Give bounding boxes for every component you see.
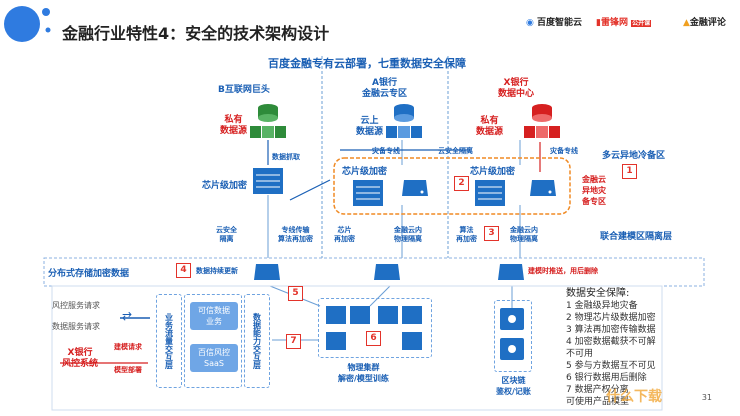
cluster-server-icons <box>326 306 422 350</box>
bank-x-dr-line: 灾备专线 <box>550 147 578 155</box>
storage-device-icon-x <box>530 180 556 196</box>
blockchain-box <box>494 300 532 372</box>
gap-label-algo-reencrypt: 算法 再加密 <box>456 226 477 243</box>
red-database-icon <box>524 104 560 138</box>
blockchain-label: 区块链 鉴权/记账 <box>496 376 531 396</box>
diagram-subtitle: 百度金融专有云部署，七重数据安全保障 <box>268 57 466 70</box>
guarantee-item: 不可用 <box>566 349 594 359</box>
bank-b-title: B互联网巨头 <box>218 85 270 95</box>
distributed-storage-label: 分布式存储加密数据 <box>48 269 130 279</box>
chip-server-icon-x <box>475 180 505 206</box>
logo-leiphone: ▮雷锋网 公开课 <box>596 18 652 28</box>
badge-2: 2 <box>454 176 469 191</box>
x-bank-risk-system: X银行 风控系统 <box>62 348 99 369</box>
guarantee-item: 2 物理芯片级数据加密 <box>566 313 656 323</box>
build-request-label: 建模请求 <box>114 343 142 351</box>
badge-5: 5 <box>288 286 303 301</box>
guarantee-item: 可使用产品模型 <box>566 397 630 407</box>
blockchain-safe-icons <box>500 308 524 360</box>
bank-x-title: X银行 数据中心 <box>498 78 535 99</box>
storage-device-icon-a <box>402 180 428 196</box>
data-extract-label: 数据抓取 <box>272 153 300 161</box>
green-database-icon <box>250 104 286 138</box>
badge-1: 1 <box>622 164 637 179</box>
gap-label-cloud-isolation: 云安全 隔离 <box>216 226 237 243</box>
service-group-box <box>184 294 242 388</box>
bank-a-cloud-source: 云上 数据源 <box>356 116 384 137</box>
cloud-security-isolation: 云安全隔离 <box>438 147 473 155</box>
bidirectional-arrow-icon: ⇄ <box>122 309 133 323</box>
guarantee-item: 5 参与方数据互不可见 <box>566 361 656 371</box>
triangle-logo-icon: ▲ <box>683 18 690 28</box>
leiphone-logo-icon: ▮ <box>596 18 601 28</box>
gap-label-chip-reencrypt: 芯片 再加密 <box>334 226 355 243</box>
data-capability-layer: 数据能力交互层 <box>244 294 270 388</box>
chip-server-icon-b <box>253 168 283 194</box>
bank-x-chip-label: 芯片级加密 <box>470 167 516 177</box>
gap-label-physical-isolation-x: 金融云内 物理隔离 <box>510 226 538 243</box>
dr-zone-label: 金融云 异地灾 备专区 <box>582 175 606 206</box>
storage-node-icons <box>254 264 524 280</box>
physical-cluster-box <box>318 298 432 358</box>
bank-a-title: A银行 金融云专区 <box>362 78 408 99</box>
logo-finance-review: ▲金融评论 <box>683 18 726 28</box>
guarantee-heading: 数据安全保障: <box>566 288 630 299</box>
multi-cloud-backup-zone: 多云异地冷备区 <box>602 151 666 161</box>
page-title: 金融行业特性4：安全的技术架构设计 <box>62 24 330 43</box>
guarantee-item: 3 算法再加密传输数据 <box>566 325 656 335</box>
gap-label-physical-isolation-a: 金融云内 物理隔离 <box>394 226 422 243</box>
bank-b-chip-label: 芯片级加密 <box>202 181 248 191</box>
baidu-logo-icon: ◉ <box>526 18 534 28</box>
blue-database-icon <box>386 104 422 138</box>
bank-x-private-source: 私有 数据源 <box>476 116 504 137</box>
data-service-request: 数据服务请求 <box>52 322 100 331</box>
chip-server-icon-a <box>353 180 383 206</box>
gap-label-line-encrypt: 专线传输 算法再加密 <box>278 226 313 243</box>
business-flow-layer: 业务流量交互层 <box>156 294 182 388</box>
bank-b-private-source: 私有 数据源 <box>220 115 248 136</box>
bank-a-chip-label: 芯片级加密 <box>342 167 388 177</box>
badge-7: 7 <box>286 334 301 349</box>
push-delete-label: 建模时推送，用后删除 <box>528 267 598 275</box>
badge-3: 3 <box>484 226 499 241</box>
risk-service-request: 风控服务请求 <box>52 301 100 310</box>
corner-decoration <box>4 6 51 42</box>
data-update-label: 数据持续更新 <box>196 267 238 275</box>
bank-a-dr-line: 灾备专线 <box>372 147 400 155</box>
joint-modeling-isolation-layer: 联合建模区隔离层 <box>600 232 673 242</box>
watermark: 什么下载 <box>606 389 662 405</box>
guarantee-item: 1 金融级异地灾备 <box>566 301 638 311</box>
logo-baidu: ◉ 百度智能云 <box>526 18 583 28</box>
risk-saas-service[interactable]: 百信风控 SaaS <box>190 344 238 372</box>
badge-4: 4 <box>176 263 191 278</box>
guarantee-item: 6 银行数据用后删除 <box>566 373 647 383</box>
badge-6: 6 <box>366 331 381 346</box>
model-deploy-label: 模型部署 <box>114 366 142 374</box>
page-number: 31 <box>701 393 712 402</box>
physical-cluster-label: 物理集群 解密/模型训练 <box>338 363 389 383</box>
security-guarantee-list: 数据安全保障: 1 金融级异地灾备 2 物理芯片级数据加密 3 算法再加密传输数… <box>566 288 656 408</box>
trusted-data-service[interactable]: 可信数据 业务 <box>190 302 238 330</box>
guarantee-item: 4 加密数据截获不可解 <box>566 337 656 347</box>
guarantee-item: 7 数据产权分离 <box>566 385 629 395</box>
